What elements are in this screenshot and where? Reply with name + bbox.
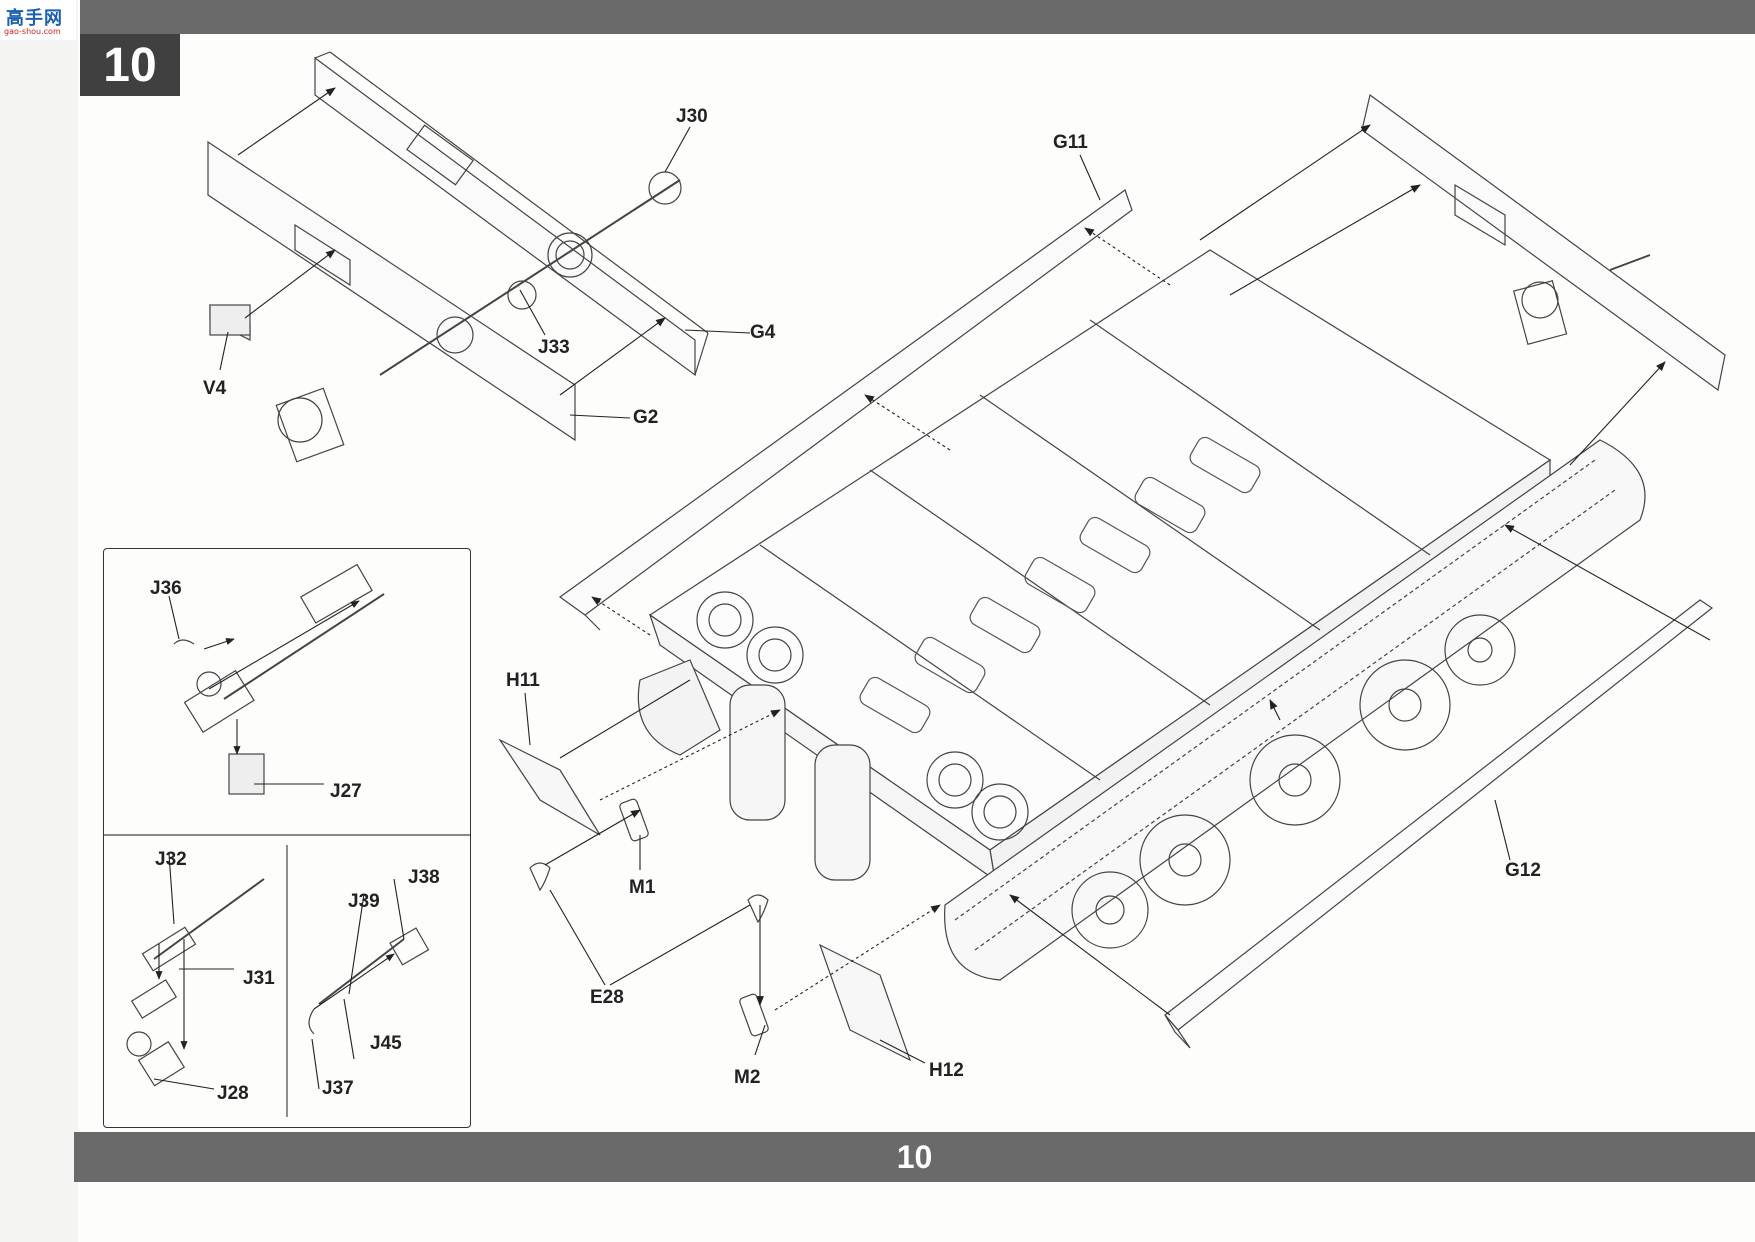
label-j32: J32	[155, 849, 187, 870]
label-g4: G4	[750, 322, 776, 343]
label-j45: J45	[370, 1033, 402, 1054]
inset-drawings	[104, 563, 470, 1117]
label-g12: G12	[1505, 860, 1541, 881]
footer-bar: 10	[74, 1132, 1755, 1182]
label-j36: J36	[150, 578, 182, 599]
part-e28-right	[747, 894, 769, 924]
label-g2: G2	[633, 407, 659, 428]
part-e28-left	[529, 862, 551, 892]
fender-g11	[558, 189, 1133, 631]
step-number: 10	[103, 38, 157, 92]
detail-inset-box	[103, 548, 471, 1128]
label-h12: H12	[929, 1060, 964, 1081]
label-e28: E28	[590, 987, 624, 1008]
label-j31: J31	[243, 968, 275, 989]
label-m2: M2	[734, 1067, 761, 1088]
label-j30: J30	[676, 106, 708, 127]
label-v4: V4	[203, 378, 227, 399]
rear-plate-right	[1361, 93, 1726, 392]
label-j33: J33	[538, 337, 570, 358]
rear-plate-g4	[207, 51, 709, 442]
label-j28: J28	[217, 1083, 249, 1104]
label-j38: J38	[408, 867, 440, 888]
logo-text: 高手网	[6, 8, 63, 29]
logo-url: gao-shou.com	[4, 27, 61, 36]
site-logo: 高手网 gao-shou.com	[0, 0, 76, 40]
step-number-box: 10	[80, 34, 180, 96]
label-j37: J37	[322, 1078, 354, 1099]
page-number: 10	[896, 1138, 933, 1175]
label-h11: H11	[506, 670, 540, 691]
tow-cable-assembly	[275, 171, 682, 463]
label-j27: J27	[330, 781, 362, 802]
fender-g12	[1164, 599, 1714, 1049]
panel-h12	[818, 943, 912, 1062]
label-g11: G11	[1053, 132, 1088, 153]
label-j39: J39	[348, 891, 380, 912]
part-v4	[209, 304, 251, 336]
part-m1	[619, 798, 649, 842]
panel-h11	[498, 738, 601, 836]
part-m2	[739, 993, 769, 1037]
track-and-wheels	[637, 439, 1646, 981]
header-bar	[80, 0, 1755, 34]
hull-body	[648, 249, 1552, 882]
label-m1: M1	[629, 877, 656, 898]
